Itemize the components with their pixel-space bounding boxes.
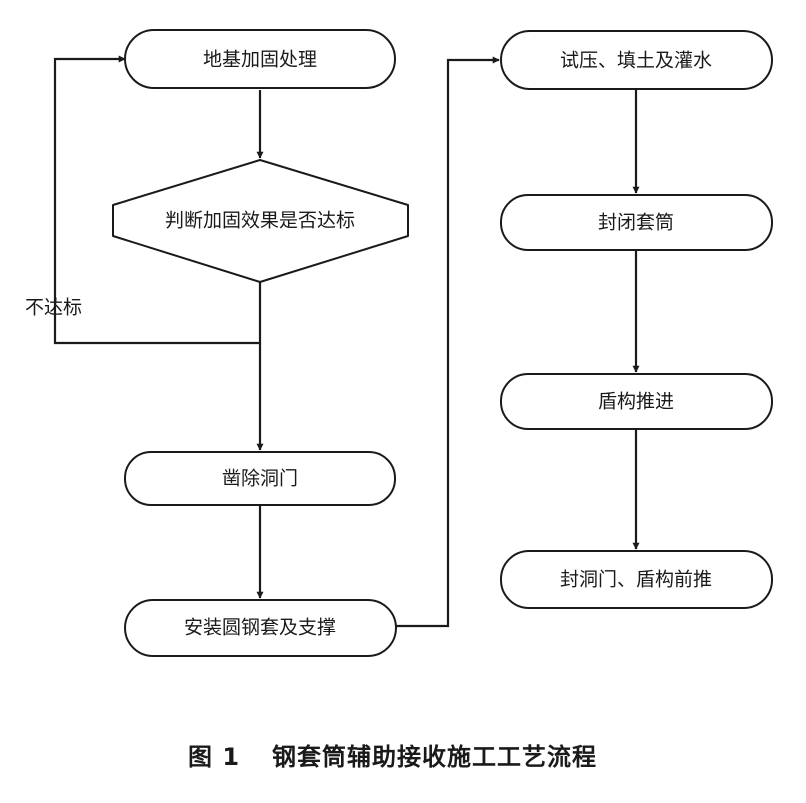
node-seal-sleeve-label: 封闭套筒 [598,212,674,234]
edge-label-not-met: 不达标 [25,297,82,319]
arrow-not-met-loop [53,55,260,345]
node-chisel-portal: 凿除洞门 [124,451,396,506]
node-shield-advance-label: 盾构推进 [598,391,674,413]
node-judge-reinforcement-label: 判断加固效果是否达标 [165,210,355,232]
node-ground-reinforcement: 地基加固处理 [124,29,396,89]
node-seal-and-push-label: 封洞门、盾构前推 [560,569,712,591]
node-seal-sleeve: 封闭套筒 [500,194,773,251]
figure-title: 钢套筒辅助接收施工工艺流程 [272,743,597,771]
node-pressure-test-label: 试压、填土及灌水 [560,50,712,72]
node-judge-reinforcement: 判断加固效果是否达标 [112,159,409,283]
node-chisel-portal-label: 凿除洞门 [222,468,298,490]
node-seal-and-push: 封洞门、盾构前推 [500,550,773,609]
node-install-sleeve-label: 安装圆钢套及支撑 [184,617,336,639]
node-shield-advance: 盾构推进 [500,373,773,430]
connectors [53,55,640,628]
node-ground-reinforcement-label: 地基加固处理 [203,49,317,71]
arrow-install-to-pressure [396,56,500,628]
figure-caption: 图 1 钢套筒辅助接收施工工艺流程 [188,743,597,771]
node-install-sleeve: 安装圆钢套及支撑 [124,599,397,657]
node-pressure-test: 试压、填土及灌水 [500,30,773,90]
figure-number: 图 1 [188,743,240,771]
